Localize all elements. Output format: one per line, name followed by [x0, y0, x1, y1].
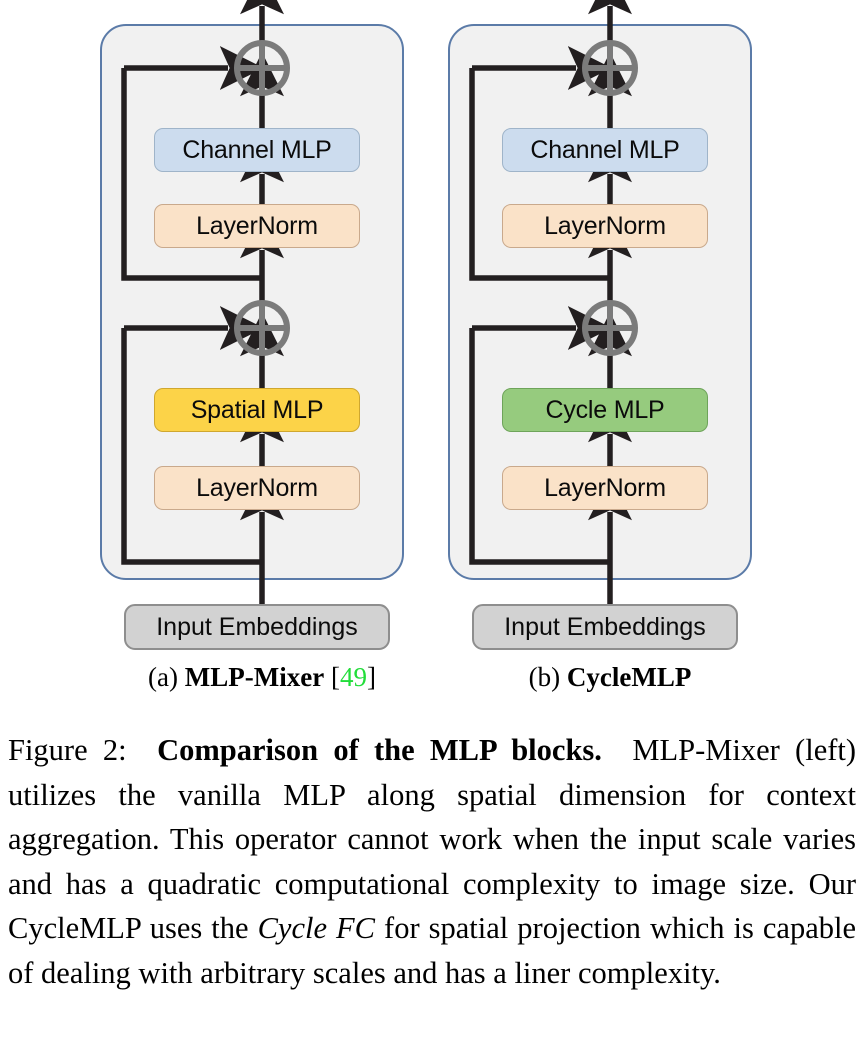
diagram-mlp-mixer: Channel MLP LayerNorm Spatial MLP LayerN…	[88, 0, 436, 692]
subcaption-name: MLP-Mixer	[184, 662, 325, 692]
subcaption-index: (a)	[148, 662, 179, 692]
block-channel-mlp[interactable]: Channel MLP	[154, 128, 360, 172]
diagram-cyclemlp: Channel MLP LayerNorm Cycle MLP LayerNor…	[436, 0, 784, 692]
figure-area: Channel MLP LayerNorm Spatial MLP LayerN…	[88, 0, 784, 692]
block-channel-mlp[interactable]: Channel MLP	[502, 128, 708, 172]
subcaption-name: CycleMLP	[566, 662, 692, 692]
block-input-embeddings[interactable]: Input Embeddings	[124, 604, 390, 650]
citation-open-bracket: [	[330, 662, 340, 692]
figure-caption: Figure 2: Comparison of the MLP blocks. …	[8, 728, 856, 995]
figure-title: Comparison of the MLP blocks.	[157, 733, 602, 767]
block-layernorm-top[interactable]: LayerNorm	[154, 204, 360, 248]
figure-body-part2: for spatial projection which is capable …	[8, 911, 857, 990]
subcaption-cyclemlp: (b) CycleMLP	[436, 662, 784, 693]
block-layernorm-bottom[interactable]: LayerNorm	[502, 466, 708, 510]
block-spatial-mlp[interactable]: Spatial MLP	[154, 388, 360, 432]
block-cycle-mlp[interactable]: Cycle MLP	[502, 388, 708, 432]
citation-close-bracket: ]	[366, 662, 376, 692]
figure-label: Figure 2:	[8, 733, 127, 767]
block-layernorm-top[interactable]: LayerNorm	[502, 204, 708, 248]
figure-body-part1: MLP-Mixer (left) utilizes the vanilla ML…	[8, 733, 857, 945]
figure-body-italic: Cycle FC	[257, 911, 376, 945]
subcaption-index: (b)	[528, 662, 561, 692]
block-layernorm-bottom[interactable]: LayerNorm	[154, 466, 360, 510]
citation-number[interactable]: 49	[339, 662, 367, 692]
subcaption-mlp-mixer: (a) MLP-Mixer [49]	[88, 662, 436, 693]
block-input-embeddings[interactable]: Input Embeddings	[472, 604, 738, 650]
